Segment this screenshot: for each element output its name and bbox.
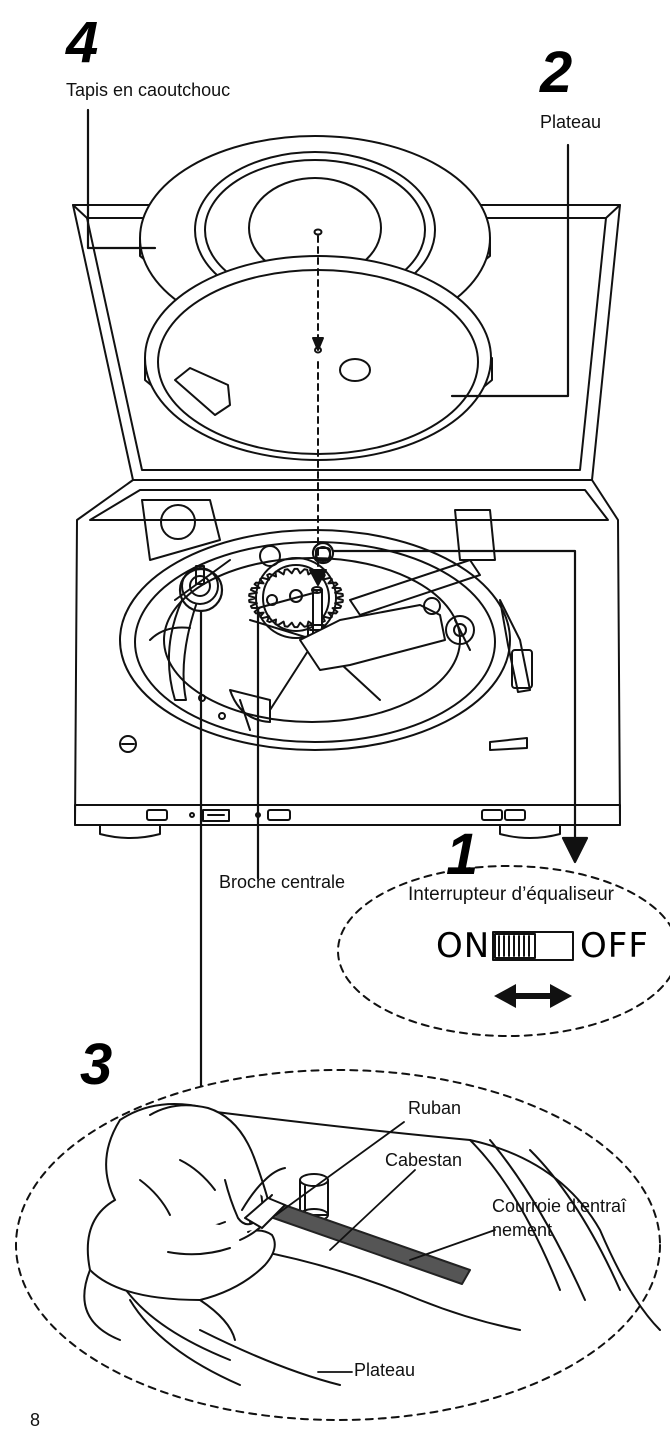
belt-callout <box>15 1069 661 1421</box>
switch-on-label: ON <box>436 926 491 966</box>
step-number-4: 4 <box>66 10 99 75</box>
label-rubber-mat: Tapis en caoutchouc <box>66 80 231 100</box>
page-number: 8 <box>30 1410 41 1430</box>
double-arrow-icon <box>494 984 572 1008</box>
label-center-spindle: Broche centrale <box>219 872 346 892</box>
equalizer-callout <box>337 865 670 1037</box>
label-drive-belt-line2: nement <box>492 1220 553 1240</box>
label-platter-top: Plateau <box>540 112 602 132</box>
step-number-2: 2 <box>540 40 573 105</box>
label-drive-belt-line1: Courroie d’entraî <box>492 1196 627 1216</box>
label-equalizer-switch: Interrupteur d’équaliseur <box>408 884 614 905</box>
label-platter-bottom: Plateau <box>354 1360 416 1380</box>
hand-drawing <box>83 1103 276 1341</box>
slide-switch-icon <box>492 931 574 961</box>
step-number-1: 1 <box>446 822 479 887</box>
label-capstan: Cabestan <box>385 1150 463 1170</box>
label-ribbon: Ruban <box>408 1098 462 1118</box>
alignment-line <box>309 235 327 586</box>
step-number-3: 3 <box>80 1032 113 1097</box>
switch-off-label: OFF <box>580 926 649 966</box>
